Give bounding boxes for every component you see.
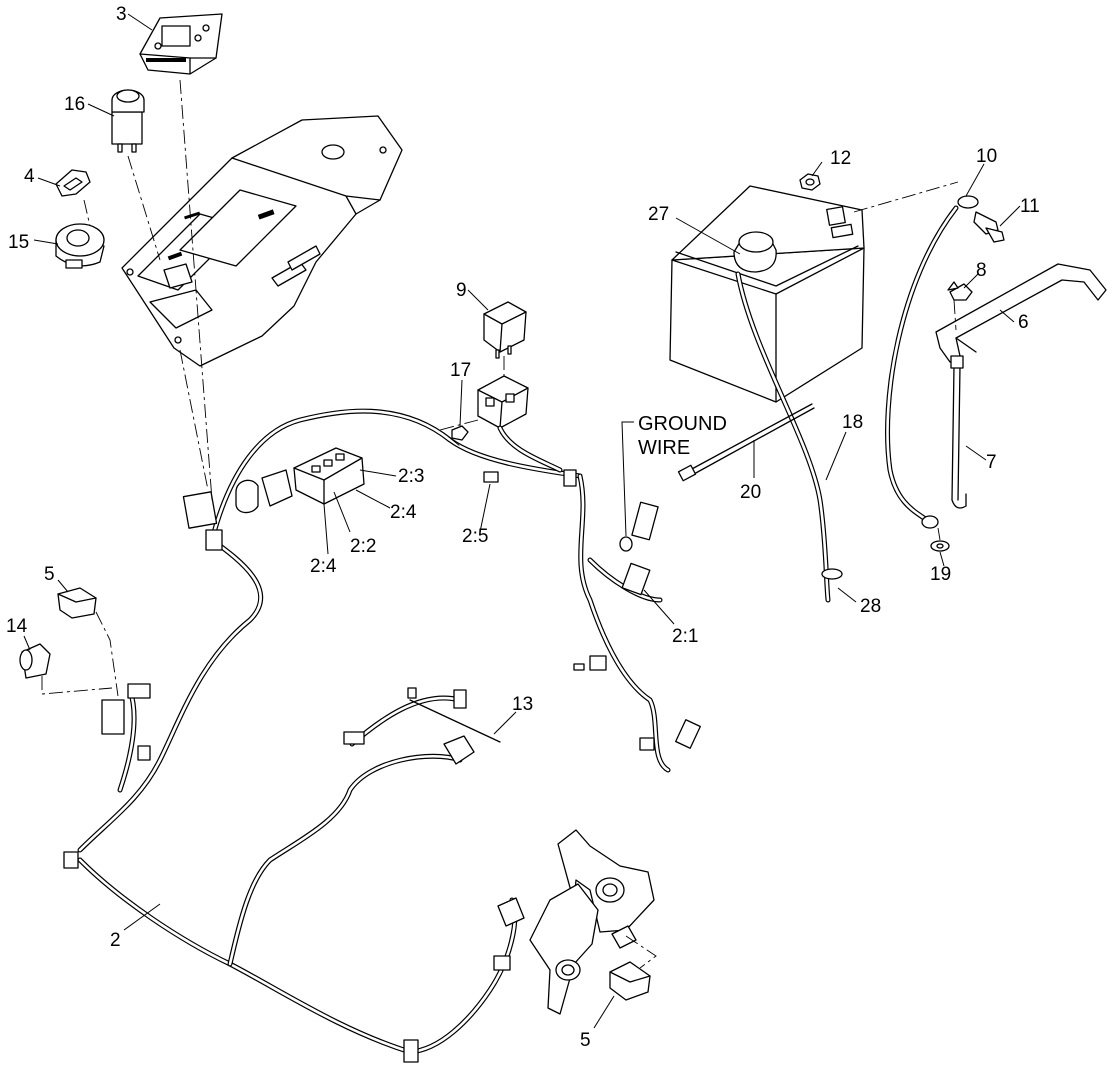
callout-14: 14: [6, 616, 28, 637]
part-7-j-bolt: [950, 355, 967, 509]
callout-9: 9: [456, 280, 467, 301]
part-28-battery-cable: [735, 271, 843, 603]
callout-18: 18: [842, 412, 863, 433]
leader-lines: [23, 13, 1021, 1029]
part-27-battery: [669, 185, 865, 403]
part-16-pto-switch: [111, 89, 145, 153]
part-9-relay: [483, 301, 527, 359]
callout-3: 3: [116, 4, 127, 25]
callout-2-1: 2:1: [672, 626, 698, 647]
part-6-hold-down-bracket: [935, 263, 1107, 363]
harness-connectors: [63, 447, 701, 1063]
callout-2-2: 2:2: [350, 536, 376, 557]
callout-27: 27: [648, 204, 669, 225]
part-14-seat-switch: [19, 643, 51, 679]
part-3-hour-meter-module: [139, 13, 223, 75]
callout-2-4-upper: 2:4: [390, 502, 417, 523]
callout-11: 11: [1020, 196, 1040, 217]
ground-wire-label-line2: WIRE: [638, 437, 690, 459]
callout-15: 15: [8, 232, 29, 253]
part-2-main-wiring-harness: [77, 408, 671, 1055]
callout-16: 16: [64, 94, 85, 115]
assembly-lines: [41, 79, 959, 969]
part-17-screw: [451, 425, 469, 441]
callout-2-5: 2:5: [462, 526, 488, 547]
callout-19: 19: [930, 564, 951, 585]
brake-pedal-assembly: [529, 829, 655, 1015]
part-19-washer: [930, 540, 950, 552]
callout-12: 12: [830, 148, 851, 169]
callout-17: 17: [450, 360, 471, 381]
callout-2-3: 2:3: [398, 466, 424, 487]
part-4-key: [55, 169, 91, 197]
ground-wire-label-line1: GROUND: [638, 413, 727, 435]
callout-2-4-lower: 2:4: [310, 556, 337, 577]
part-12-nut: [799, 173, 821, 191]
callout-20: 20: [740, 482, 761, 503]
callout-8: 8: [976, 260, 987, 281]
callout-7: 7: [986, 452, 997, 473]
part-8-wing-nut: [947, 281, 973, 301]
part-5-lower-switch: [609, 961, 651, 1001]
callout-28: 28: [860, 596, 881, 617]
callout-5-upper: 5: [44, 564, 55, 585]
part-5-upper-switch: [57, 587, 97, 619]
part-10-battery-cable: [885, 195, 979, 529]
callout-5-lower: 5: [580, 1030, 591, 1051]
relay-socket: [477, 375, 529, 429]
callout-10: 10: [976, 146, 997, 167]
callout-2: 2: [110, 930, 121, 951]
callout-labels: 3 16 4 15 12 10 11 27 8 6 9 17 18 7 20 1…: [6, 4, 1040, 1051]
callout-4: 4: [24, 166, 35, 187]
part-11-bolt: [973, 211, 1005, 243]
control-panel: [121, 115, 403, 367]
callout-13: 13: [512, 694, 533, 715]
part-15-ignition-switch: [55, 223, 105, 269]
callout-6: 6: [1018, 312, 1029, 333]
